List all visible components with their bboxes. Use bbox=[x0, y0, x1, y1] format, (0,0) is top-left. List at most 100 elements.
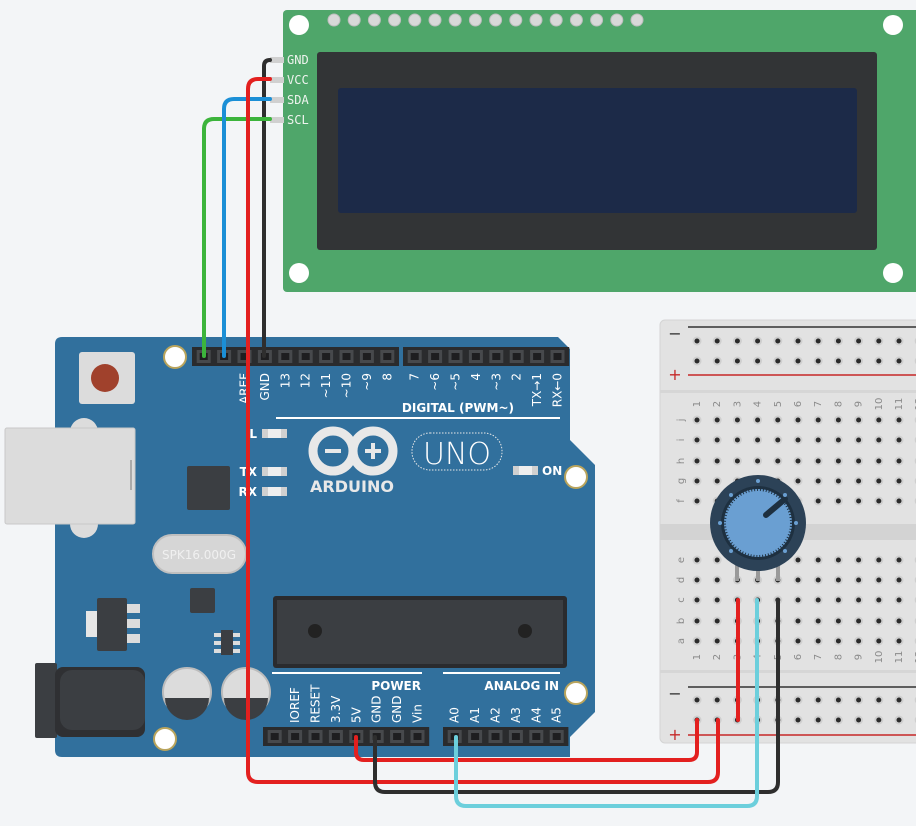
breadboard-hole[interactable] bbox=[835, 577, 841, 583]
rail-hole[interactable] bbox=[815, 338, 821, 344]
breadboard-hole[interactable] bbox=[896, 557, 902, 563]
rail-hole[interactable] bbox=[856, 717, 862, 723]
breadboard-hole[interactable] bbox=[734, 458, 740, 464]
breadboard-hole[interactable] bbox=[694, 417, 700, 423]
breadboard-hole[interactable] bbox=[835, 458, 841, 464]
rail-hole[interactable] bbox=[714, 358, 720, 364]
breadboard-hole[interactable] bbox=[795, 458, 801, 464]
breadboard-hole[interactable] bbox=[795, 478, 801, 484]
rail-hole[interactable] bbox=[896, 697, 902, 703]
breadboard-hole[interactable] bbox=[694, 478, 700, 484]
breadboard-hole[interactable] bbox=[856, 458, 862, 464]
lcd-pin-scl[interactable] bbox=[270, 117, 284, 123]
breadboard-hole[interactable] bbox=[815, 618, 821, 624]
breadboard-hole[interactable] bbox=[876, 498, 882, 504]
breadboard-hole[interactable] bbox=[835, 638, 841, 644]
breadboard-hole[interactable] bbox=[775, 458, 781, 464]
rail-hole[interactable] bbox=[835, 697, 841, 703]
rail-hole[interactable] bbox=[775, 338, 781, 344]
breadboard-hole[interactable] bbox=[856, 437, 862, 443]
rail-hole[interactable] bbox=[694, 338, 700, 344]
breadboard-hole[interactable] bbox=[694, 437, 700, 443]
wire-lcd-sda[interactable] bbox=[222, 97, 272, 358]
breadboard-hole[interactable] bbox=[795, 437, 801, 443]
wire-lcd-vcc[interactable] bbox=[246, 77, 720, 784]
breadboard-hole[interactable] bbox=[856, 638, 862, 644]
breadboard-hole[interactable] bbox=[856, 597, 862, 603]
breadboard-hole[interactable] bbox=[876, 618, 882, 624]
breadboard-hole[interactable] bbox=[694, 557, 700, 563]
breadboard-hole[interactable] bbox=[815, 638, 821, 644]
breadboard-hole[interactable] bbox=[795, 597, 801, 603]
rail-hole[interactable] bbox=[795, 358, 801, 364]
breadboard-hole[interactable] bbox=[876, 478, 882, 484]
rail-hole[interactable] bbox=[856, 358, 862, 364]
breadboard-hole[interactable] bbox=[856, 557, 862, 563]
breadboard-hole[interactable] bbox=[835, 478, 841, 484]
rail-hole[interactable] bbox=[876, 697, 882, 703]
breadboard-hole[interactable] bbox=[896, 597, 902, 603]
wire-gnd[interactable] bbox=[373, 598, 780, 794]
breadboard-hole[interactable] bbox=[856, 498, 862, 504]
rail-hole[interactable] bbox=[856, 697, 862, 703]
breadboard-hole[interactable] bbox=[714, 557, 720, 563]
breadboard-hole[interactable] bbox=[734, 437, 740, 443]
breadboard-hole[interactable] bbox=[714, 458, 720, 464]
rail-hole[interactable] bbox=[876, 338, 882, 344]
breadboard-hole[interactable] bbox=[714, 417, 720, 423]
rail-hole[interactable] bbox=[755, 358, 761, 364]
rail-hole[interactable] bbox=[835, 717, 841, 723]
breadboard-hole[interactable] bbox=[734, 417, 740, 423]
breadboard-hole[interactable] bbox=[856, 478, 862, 484]
rail-hole[interactable] bbox=[694, 358, 700, 364]
breadboard-hole[interactable] bbox=[755, 458, 761, 464]
breadboard-hole[interactable] bbox=[714, 478, 720, 484]
rail-hole[interactable] bbox=[856, 338, 862, 344]
breadboard-hole[interactable] bbox=[755, 417, 761, 423]
breadboard-hole[interactable] bbox=[876, 638, 882, 644]
rail-hole[interactable] bbox=[815, 717, 821, 723]
breadboard-hole[interactable] bbox=[714, 577, 720, 583]
wire-lcd-gnd[interactable] bbox=[262, 58, 272, 358]
breadboard-hole[interactable] bbox=[896, 618, 902, 624]
breadboard-hole[interactable] bbox=[876, 417, 882, 423]
breadboard-hole[interactable] bbox=[694, 458, 700, 464]
breadboard-hole[interactable] bbox=[795, 557, 801, 563]
breadboard-hole[interactable] bbox=[714, 638, 720, 644]
breadboard-hole[interactable] bbox=[835, 498, 841, 504]
breadboard-hole[interactable] bbox=[775, 417, 781, 423]
rail-hole[interactable] bbox=[714, 338, 720, 344]
wire-a0[interactable] bbox=[454, 598, 759, 808]
rail-hole[interactable] bbox=[896, 717, 902, 723]
breadboard-hole[interactable] bbox=[876, 557, 882, 563]
breadboard-hole[interactable] bbox=[835, 597, 841, 603]
rail-hole[interactable] bbox=[835, 358, 841, 364]
rail-hole[interactable] bbox=[835, 338, 841, 344]
breadboard-hole[interactable] bbox=[896, 478, 902, 484]
rail-hole[interactable] bbox=[734, 358, 740, 364]
arduino-uno[interactable]: SPK16.000G bbox=[4, 337, 595, 757]
breadboard-hole[interactable] bbox=[815, 557, 821, 563]
rail-hole[interactable] bbox=[734, 338, 740, 344]
rail-hole[interactable] bbox=[755, 338, 761, 344]
rail-hole[interactable] bbox=[795, 338, 801, 344]
breadboard-hole[interactable] bbox=[694, 638, 700, 644]
breadboard-hole[interactable] bbox=[694, 618, 700, 624]
breadboard-hole[interactable] bbox=[856, 618, 862, 624]
breadboard-hole[interactable] bbox=[815, 597, 821, 603]
breadboard-hole[interactable] bbox=[856, 417, 862, 423]
breadboard-hole[interactable] bbox=[714, 437, 720, 443]
rail-hole[interactable] bbox=[714, 697, 720, 703]
breadboard-hole[interactable] bbox=[795, 577, 801, 583]
breadboard-hole[interactable] bbox=[815, 417, 821, 423]
breadboard-hole[interactable] bbox=[835, 437, 841, 443]
breadboard-hole[interactable] bbox=[815, 458, 821, 464]
rail-hole[interactable] bbox=[876, 717, 882, 723]
breadboard-hole[interactable] bbox=[876, 437, 882, 443]
reset-button[interactable] bbox=[79, 352, 135, 404]
breadboard-hole[interactable] bbox=[896, 417, 902, 423]
breadboard-hole[interactable] bbox=[896, 437, 902, 443]
breadboard-hole[interactable] bbox=[876, 577, 882, 583]
breadboard-hole[interactable] bbox=[815, 498, 821, 504]
breadboard-hole[interactable] bbox=[896, 638, 902, 644]
